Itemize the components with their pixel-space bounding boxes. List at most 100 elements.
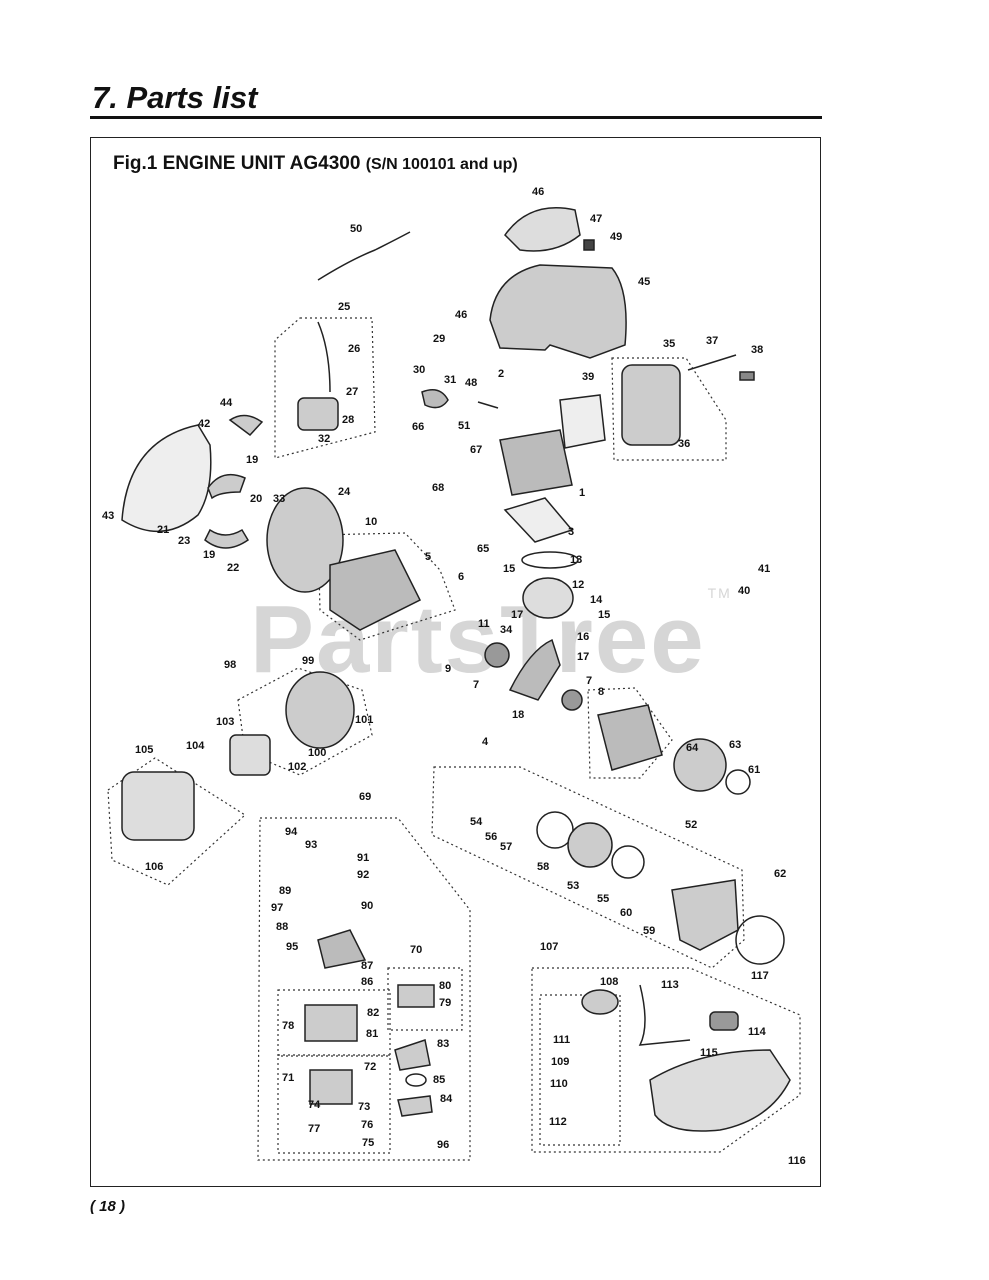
part-crankcase-right [597,704,663,771]
part-71-body [309,1069,353,1105]
callout-105: 105 [135,744,153,756]
callout-113: 113 [661,979,679,991]
part-engine-cylinder [499,429,573,496]
callout-32: 32 [318,433,330,445]
part-fan-cover [121,424,212,532]
part-84 [397,1095,433,1117]
callout-61: 61 [748,764,760,776]
callout-37: 37 [706,335,718,347]
callout-94: 94 [285,826,298,838]
callout-17b: 17 [577,651,589,663]
callout-14: 14 [590,594,603,606]
callout-69: 69 [359,791,371,803]
callout-77: 77 [308,1123,320,1135]
callout-1: 1 [579,487,585,499]
part-fuel-tank [649,1049,791,1132]
callout-108: 108 [600,976,618,988]
callout-13: 13 [570,554,582,566]
callout-46b: 46 [455,309,467,321]
part-61 [725,769,751,795]
figure-frame [90,137,821,1187]
callout-20: 20 [250,493,262,505]
section-title: 7. Parts list [92,80,258,115]
callout-115: 115 [700,1047,718,1059]
callout-11: 11 [478,618,490,630]
callout-labels: 46 47 49 50 45 46 29 25 26 27 28 32 2 30… [102,186,806,1167]
callout-102: 102 [288,761,306,773]
part-85 [405,1073,427,1087]
callout-36: 36 [678,438,690,450]
callout-44: 44 [220,397,233,409]
callout-73: 73 [358,1101,370,1113]
group-box-99 [237,667,373,776]
callout-5: 5 [425,551,431,563]
part-gasket-39 [559,394,606,449]
callout-106: 106 [145,861,163,873]
callout-67: 67 [470,444,482,456]
part-flywheel [266,487,344,593]
callout-3: 3 [568,526,574,538]
callout-51: 51 [458,420,470,432]
callout-81: 81 [366,1028,378,1040]
callout-95: 95 [286,941,298,953]
callout-89: 89 [279,885,291,897]
part-ignition-coil [297,397,339,431]
callout-25: 25 [338,301,350,313]
callout-39: 39 [582,371,594,383]
part-piston [522,577,574,619]
callout-31: 31 [444,374,456,386]
callout-7a: 7 [473,679,479,691]
callout-35: 35 [663,338,675,350]
callout-70: 70 [410,944,422,956]
callout-10: 10 [365,516,377,528]
callout-78: 78 [282,1020,294,1032]
callout-9: 9 [445,663,451,675]
callout-2: 2 [498,368,504,380]
part-air-cleaner-case [285,671,355,749]
group-box-52 [431,766,745,969]
part-starter-pulley [673,738,727,792]
part-reel [567,822,613,868]
callout-19b: 19 [203,549,215,561]
callout-87: 87 [361,960,373,972]
part-48 [477,401,499,409]
part-19-top [207,473,246,500]
callout-48: 48 [465,377,477,389]
callout-26: 26 [348,343,360,355]
watermark-tm: TM [707,585,732,601]
group-box-71 [277,1054,391,1154]
callout-111: 111 [553,1034,570,1046]
callout-24: 24 [338,486,351,498]
callout-55: 55 [597,893,609,905]
group-box-108 [539,994,621,1146]
callout-83: 83 [437,1038,449,1050]
callout-66: 66 [412,421,424,433]
callout-6: 6 [458,571,464,583]
callout-17a: 17 [511,609,523,621]
part-starter-case [671,879,739,951]
callout-110: 110 [550,1078,568,1090]
part-piston-ring [521,551,579,569]
callout-28: 28 [342,414,354,426]
part-carburetor [317,929,367,969]
callout-60: 60 [620,907,632,919]
callout-109: 109 [551,1056,569,1068]
callout-29: 29 [433,333,445,345]
part-3-gasket [503,497,574,543]
callout-23: 23 [178,535,190,547]
part-38 [739,371,755,381]
callout-99: 99 [302,655,314,667]
callout-52: 52 [685,819,697,831]
callout-40: 40 [738,585,750,597]
callout-114: 114 [748,1026,767,1038]
part-117-gasket [735,915,785,965]
part-ignition-wire [317,231,411,281]
part-crankshaft [508,638,561,701]
part-bearing-7a [484,642,510,668]
callout-90: 90 [361,900,373,912]
part-spark-cap [421,389,449,409]
page-number: ( 18 ) [90,1198,126,1215]
callout-98: 98 [224,659,236,671]
callout-75: 75 [362,1137,374,1149]
group-box-78 [277,989,391,1057]
